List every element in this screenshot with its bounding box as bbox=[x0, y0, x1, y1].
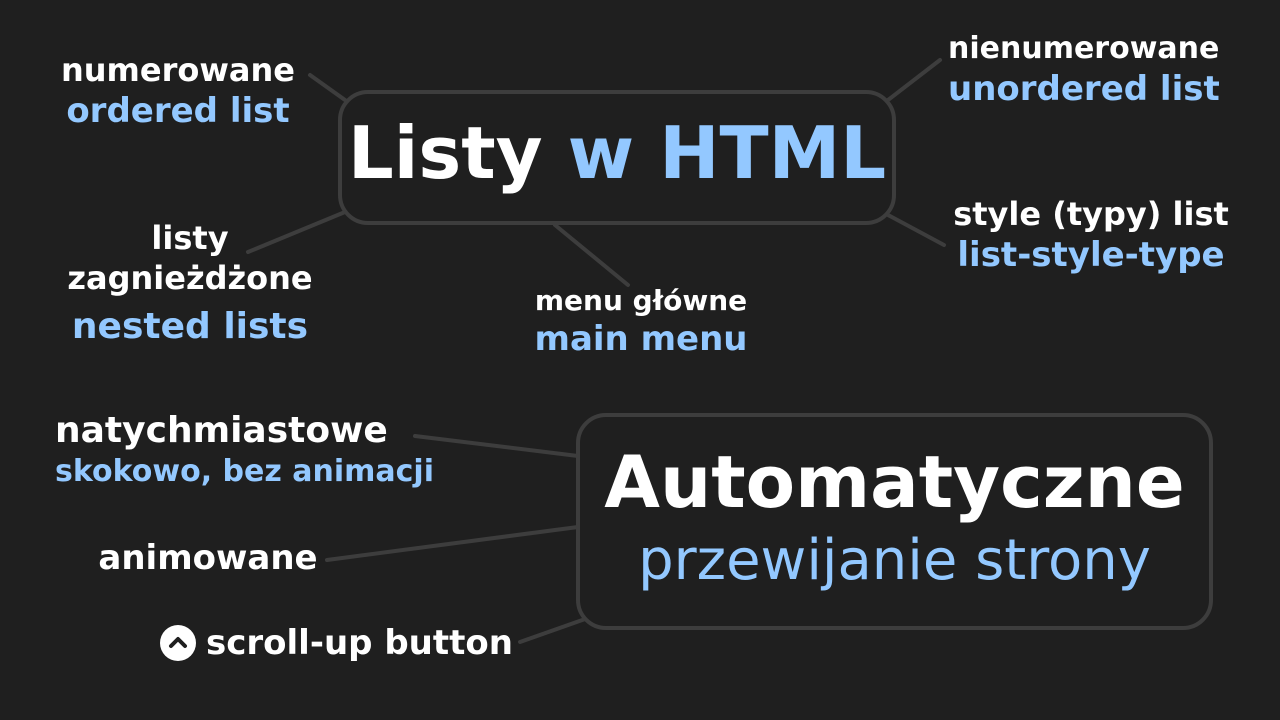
branch-menu-en: main menu bbox=[534, 319, 748, 359]
branch-nested-en: nested lists bbox=[71, 306, 309, 347]
second-topic-subtitle: przewijanie strony bbox=[638, 528, 1151, 593]
main-topic-title: Listy w HTML bbox=[342, 110, 892, 196]
branch-styles: style (typy) list list-style-type bbox=[950, 194, 1232, 277]
branch-menu: menu główne main menu bbox=[525, 283, 757, 361]
second-topic-title: Automatyczne bbox=[604, 440, 1185, 524]
main-topic-node: Listy w HTML bbox=[338, 90, 896, 225]
branch-ordered-pl: numerowane bbox=[60, 51, 295, 89]
branch-unordered-en: unordered list bbox=[948, 68, 1220, 109]
branch-nested: listy zagnieżdżone nested lists bbox=[55, 218, 325, 349]
main-topic-title-accent: w HTML bbox=[567, 111, 887, 195]
branch-nested-pl-line2: zagnieżdżone bbox=[67, 259, 313, 297]
branch-menu-pl: menu główne bbox=[534, 284, 748, 317]
chevron-up-icon bbox=[160, 625, 196, 661]
branch-animated-pl: animowane bbox=[98, 538, 318, 578]
connector-menu bbox=[553, 223, 630, 287]
branch-nested-pl-line1: listy bbox=[151, 219, 229, 257]
branch-instant-en: skokowo, bez animacji bbox=[55, 454, 434, 489]
branch-ordered: numerowane ordered list bbox=[58, 50, 298, 133]
connector-nested bbox=[246, 210, 347, 254]
branch-instant-pl: natychmiastowe bbox=[55, 410, 388, 451]
branch-scroll-up: scroll-up button bbox=[160, 620, 513, 666]
connector-unordered bbox=[886, 58, 942, 102]
branch-unordered-pl: nienumerowane bbox=[948, 31, 1220, 66]
connector-ordered bbox=[308, 73, 347, 102]
second-topic-node: Automatyczne przewijanie strony bbox=[576, 413, 1213, 630]
branch-unordered: nienumerowane unordered list bbox=[948, 30, 1220, 110]
branch-styles-en: list-style-type bbox=[957, 235, 1225, 275]
main-topic-title-white: Listy bbox=[347, 111, 543, 195]
connector-scroll-up bbox=[518, 616, 590, 644]
connector-styles bbox=[886, 213, 946, 247]
connector-instant bbox=[413, 434, 580, 458]
branch-animated: animowane bbox=[98, 537, 318, 580]
branch-styles-pl: style (typy) list bbox=[953, 195, 1229, 233]
branch-ordered-en: ordered list bbox=[66, 91, 290, 131]
branch-instant: natychmiastowe skokowo, bez animacji bbox=[55, 408, 434, 491]
connector-animated bbox=[325, 525, 580, 562]
scroll-up-label: scroll-up button bbox=[206, 623, 513, 663]
